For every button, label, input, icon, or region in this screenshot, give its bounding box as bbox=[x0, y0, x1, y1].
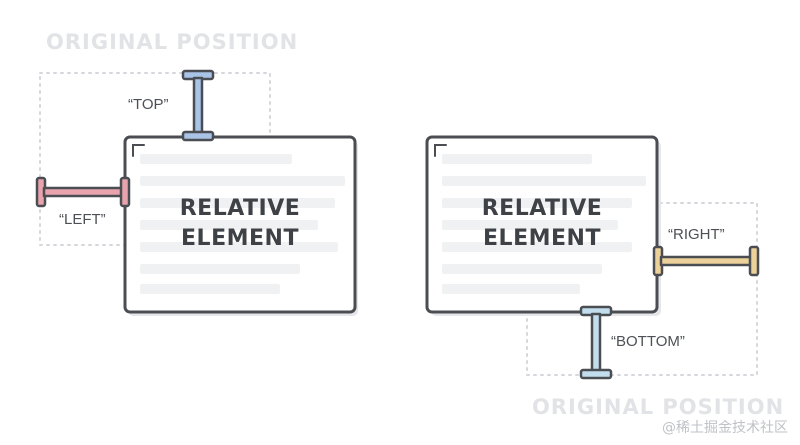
top-offset-marker bbox=[181, 69, 215, 142]
relative-element-box-right bbox=[425, 135, 661, 316]
relative-element-title-right-line1: RELATIVE bbox=[481, 196, 603, 221]
bottom-offset-marker bbox=[579, 305, 613, 380]
relative-element-title-right: RELATIVE ELEMENT bbox=[427, 194, 657, 254]
relative-element-title-right-line2: ELEMENT bbox=[483, 226, 601, 251]
right-label: “RIGHT” bbox=[668, 226, 725, 243]
watermark-text: @稀土掘金技术社区 bbox=[662, 420, 788, 436]
original-position-label-left: ORIGINAL POSITION bbox=[46, 30, 299, 54]
left-label: “LEFT” bbox=[59, 211, 106, 228]
relative-element-box-left bbox=[123, 135, 358, 316]
right-offset-marker bbox=[652, 245, 760, 277]
top-label: “TOP” bbox=[128, 96, 169, 113]
relative-element-title-left-line2: ELEMENT bbox=[181, 226, 299, 251]
bottom-label: “BOTTOM” bbox=[611, 333, 685, 350]
left-offset-marker bbox=[35, 176, 131, 208]
original-position-label-right: ORIGINAL POSITION bbox=[532, 395, 785, 419]
relative-element-title-left-line1: RELATIVE bbox=[179, 196, 301, 221]
relative-element-title-left: RELATIVE ELEMENT bbox=[125, 194, 355, 254]
